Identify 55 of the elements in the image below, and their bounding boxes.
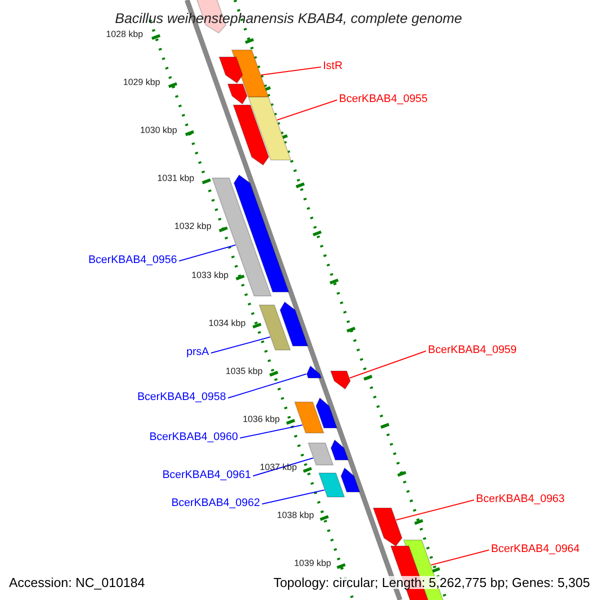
leader-line <box>260 66 322 76</box>
genome-info-text: Topology: circular; Length: 5,262,775 bp; Genes: 5,305 <box>273 576 590 589</box>
leader-line <box>210 336 271 354</box>
leader-line <box>228 374 307 398</box>
gene-feature <box>340 467 360 492</box>
gene-feature <box>218 56 244 84</box>
scale-label: 1038 kbp <box>276 511 314 520</box>
leader-line <box>178 244 236 262</box>
gene-feature <box>280 301 308 346</box>
scale-label: 1031 kbp <box>157 174 194 184</box>
gene-label: BcerKBAB4_0962 <box>171 498 260 509</box>
gene-feature <box>308 442 334 466</box>
gene-feature <box>231 50 270 98</box>
scale-label: 1028 kbp <box>106 30 143 39</box>
gene-feature <box>306 365 322 378</box>
scale-label: 1030 kbp <box>140 126 178 136</box>
gene-label: BcerKBAB4_0964 <box>491 544 580 555</box>
gene-label: BcerKBAB4_0960 <box>149 432 238 443</box>
gene-label: IstR <box>323 61 343 72</box>
scale-label: 1037 kbp <box>260 462 297 472</box>
gene-feature <box>258 304 291 350</box>
scale-label: 1034 kbp <box>208 318 246 328</box>
scale-label: 1035 kbp <box>226 366 263 376</box>
gene-feature <box>294 402 324 434</box>
gene-feature <box>248 96 292 160</box>
gene-feature <box>232 104 270 166</box>
gene-label: BcerKBAB4_0963 <box>476 494 565 505</box>
leader-line <box>252 458 314 476</box>
leader-line <box>262 490 325 504</box>
leader-line <box>276 100 338 120</box>
gene-feature <box>212 178 272 296</box>
gene-feature <box>330 370 351 390</box>
scale-label: 1029 kbp <box>123 78 160 88</box>
title: Bacillus weihenstephanensis KBAB4, complete genome <box>115 11 462 25</box>
leader-line <box>396 500 474 520</box>
gene-feature <box>316 397 338 428</box>
gene-label: prsA <box>186 347 209 358</box>
scale-label: 1036 kbp <box>242 414 280 424</box>
accession-text: Accession: NC_010184 <box>9 576 145 589</box>
gene-label: BcerKBAB4_0958 <box>137 392 226 403</box>
leader-line <box>430 550 490 566</box>
gene-label: BcerKBAB4_0956 <box>88 255 177 266</box>
gene-feature <box>233 174 290 292</box>
scale-label: 1032 kbp <box>174 222 212 232</box>
gene-feature <box>318 472 346 498</box>
leader-line <box>240 424 303 438</box>
gene-label: BcerKBAB4_0961 <box>162 470 251 481</box>
scale-label: 1039 kbp <box>294 559 332 568</box>
scale-label: 1033 kbp <box>191 270 228 280</box>
gene-feature <box>330 439 350 460</box>
leader-line <box>349 350 426 378</box>
gene-feature <box>372 508 403 547</box>
gene-label: BcerKBAB4_0959 <box>428 345 517 356</box>
gene-label: BcerKBAB4_0955 <box>339 94 428 105</box>
gene-feature <box>227 84 248 105</box>
